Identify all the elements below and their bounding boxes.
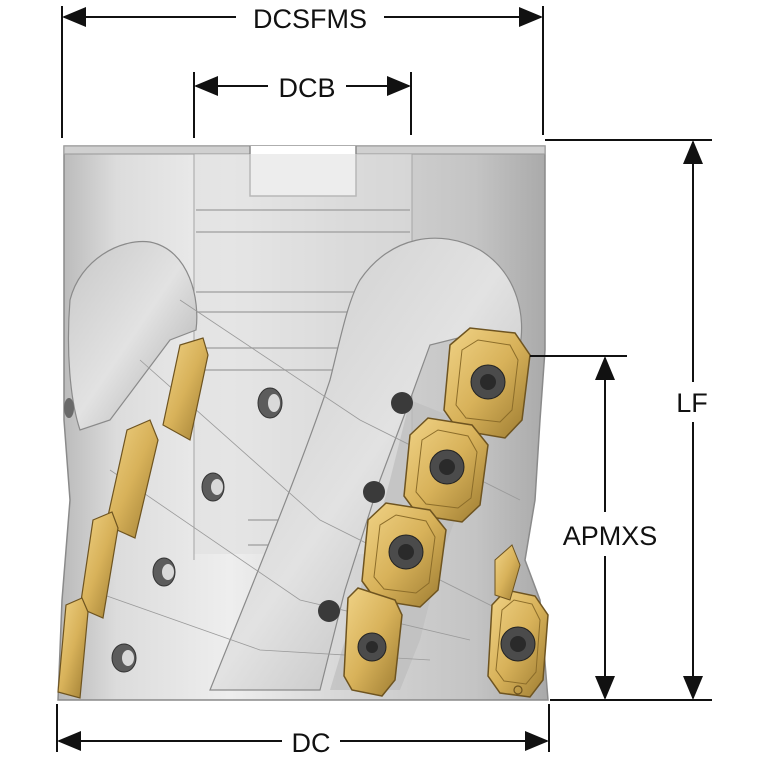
cutting-insert-icon [57,597,89,699]
dimension-lines [56,6,712,752]
cutting-insert-icon [494,544,521,601]
cutting-insert-icon [105,419,159,539]
cutting-insert-icon [343,587,403,697]
coolant-hole-icon [152,557,176,587]
cutting-insert-icon [162,337,209,441]
coolant-hole-icon [111,643,137,673]
lf-label: LF [676,388,708,418]
coolant-hole-icon [391,392,413,414]
dcb-label: DCB [278,73,335,103]
coolant-hole-icon [257,387,283,419]
flute-center [209,237,523,691]
cutting-insert-icon [443,327,531,439]
coolant-hole-icon [318,600,340,622]
cutting-insert-icon [361,502,447,608]
cutting-insert-icon [79,511,119,619]
cutting-insert-icon [403,417,489,523]
dcsfms-label: DCSFMS [253,4,367,34]
coolant-holes [64,387,413,673]
cutting-insert-icon [487,589,549,698]
inserts-left [57,337,209,699]
flute-left [67,240,198,431]
dc-label: DC [292,728,331,758]
inserts-right [343,327,549,698]
coolant-hole-icon [64,398,74,418]
apmxs-label: APMXS [563,521,658,551]
coolant-hole-icon [201,472,225,502]
coolant-hole-icon [363,481,385,503]
